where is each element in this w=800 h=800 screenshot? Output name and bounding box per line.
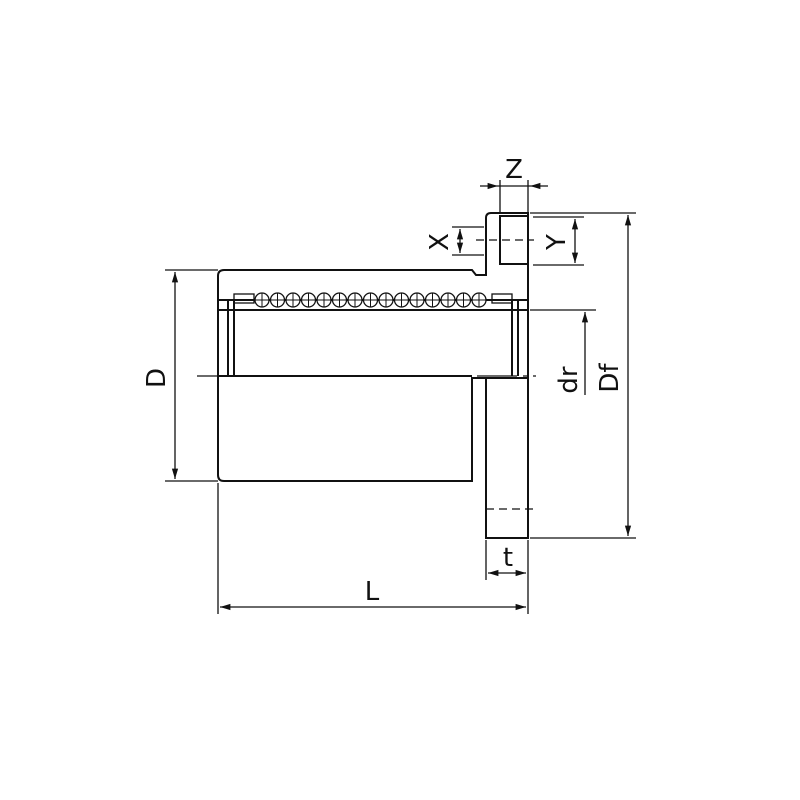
label-Df: Df xyxy=(595,363,625,393)
label-Z: Z xyxy=(505,155,523,185)
section-shell xyxy=(217,212,529,301)
seal-left xyxy=(233,293,255,304)
ball-row xyxy=(254,292,487,308)
label-L: L xyxy=(365,577,380,607)
body-outline xyxy=(217,300,529,539)
label-dr: dr xyxy=(554,366,584,394)
label-X: X xyxy=(425,233,455,251)
seal-right xyxy=(491,293,513,304)
label-Y: Y xyxy=(542,234,572,251)
label-D: D xyxy=(142,368,172,388)
label-t: t xyxy=(503,543,513,573)
